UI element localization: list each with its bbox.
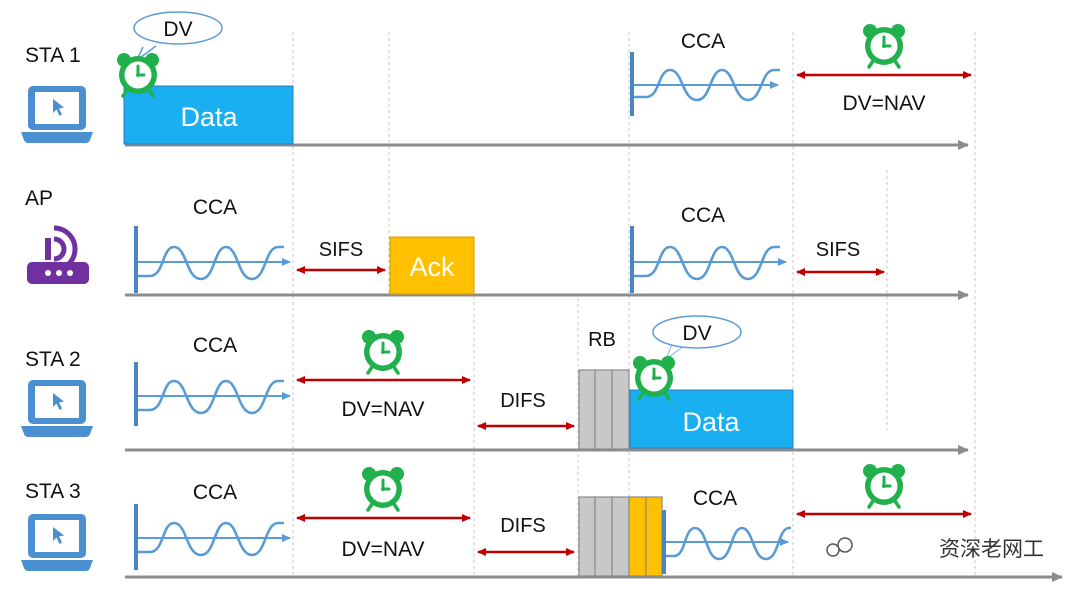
difs-label: DIFS — [500, 390, 546, 412]
dv-callout-sta1: DV — [133, 11, 223, 61]
laptop-icon — [21, 86, 93, 143]
cca-label: CCA — [681, 30, 725, 53]
station-sta1: STA 1 — [21, 44, 93, 143]
dashed-guides — [292, 32, 976, 576]
cca-waveform — [134, 226, 291, 293]
cca-waveform — [630, 52, 780, 116]
station-label: AP — [25, 187, 53, 210]
rb-slot — [611, 496, 630, 577]
rb-slot — [594, 496, 613, 577]
timeline-axes — [125, 140, 1063, 582]
cca-waveform — [134, 504, 291, 570]
station-label: STA 1 — [25, 44, 81, 67]
difs-label: DIFS — [500, 515, 546, 537]
dv-nav-label: DV=NAV — [341, 398, 424, 421]
cca-waveform — [662, 510, 791, 574]
cca-label: CCA — [193, 196, 237, 219]
rb-slot — [611, 369, 630, 450]
cca-label: CCA — [193, 334, 237, 357]
sifs-label: SIFS — [816, 239, 860, 261]
data-frame-label: Data — [682, 407, 740, 437]
rb-slots-sta3 — [578, 496, 663, 577]
router-icon — [27, 228, 89, 284]
dv-nav-label: DV=NAV — [341, 538, 424, 561]
cca-label: CCA — [193, 481, 237, 504]
dv-label: DV — [682, 322, 711, 345]
rb-slot-used — [645, 496, 663, 577]
cca-label: CCA — [681, 204, 725, 227]
cca-waveform — [134, 362, 291, 426]
rb-slot — [578, 369, 596, 450]
dv-callout-sta2: DV — [652, 315, 742, 359]
rb-slot — [578, 496, 596, 577]
alarm-clock-icon — [360, 465, 406, 512]
sifs-label: SIFS — [319, 239, 363, 261]
rb-label: RB — [588, 329, 616, 351]
station-sta2: STA 2 — [21, 348, 93, 437]
dv-label: DV — [163, 18, 192, 41]
watermark-text: 资深老网工 — [939, 537, 1044, 561]
ack-frame-label: Ack — [409, 252, 455, 282]
station-label: STA 3 — [25, 480, 81, 503]
rb-slots-sta2 — [578, 369, 630, 450]
watermark: 资深老网工 — [826, 537, 1044, 561]
cca-label: CCA — [693, 487, 737, 510]
alarm-clock-icon — [360, 328, 406, 375]
alarm-clock-icon — [861, 462, 907, 509]
ack-frame — [389, 236, 475, 295]
station-label: STA 2 — [25, 348, 81, 371]
dv-nav-label: DV=NAV — [842, 92, 925, 115]
laptop-icon — [21, 380, 93, 437]
data-frame-label: Data — [180, 102, 238, 132]
rb-slot-used — [628, 496, 647, 577]
laptop-icon — [21, 514, 93, 571]
data-frame-sta2 — [629, 389, 794, 449]
station-sta3: STA 3 — [21, 480, 93, 571]
cca-waveform — [630, 226, 787, 293]
station-ap: AP — [25, 187, 89, 284]
alarm-clock-icon — [861, 22, 907, 69]
rb-slot — [594, 369, 613, 450]
